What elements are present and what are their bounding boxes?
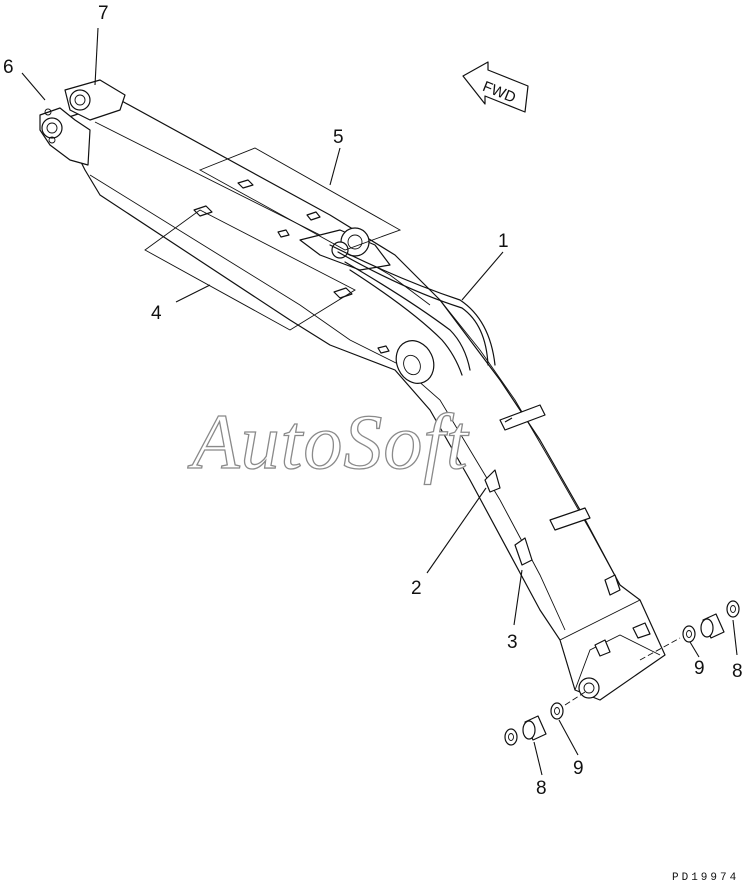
- leader-lines: [21, 27, 738, 776]
- callout-6: 6: [3, 57, 14, 78]
- callout-labels: 1 2 3 4 5 6 7 8 8 9 9: [3, 3, 743, 799]
- watermark: AutoSoft: [187, 398, 470, 485]
- callout-8-left: 8: [536, 778, 547, 799]
- callout-9-right: 9: [694, 658, 705, 679]
- callout-1: 1: [498, 231, 509, 252]
- washer-9-right: [682, 625, 696, 643]
- callout-5: 5: [333, 127, 344, 148]
- callout-3: 3: [507, 632, 518, 653]
- foot-bushing-parts: [504, 600, 740, 746]
- callout-9-left: 9: [573, 758, 584, 779]
- drawing-number: PD19974: [672, 872, 739, 884]
- ring-8-right: [726, 600, 740, 618]
- group-5-outline: [198, 147, 402, 251]
- group-4-outline: [144, 209, 356, 331]
- callout-8-right: 8: [732, 661, 743, 682]
- group-outlines: [144, 147, 402, 331]
- callout-2: 2: [411, 578, 422, 599]
- callout-7: 7: [98, 3, 109, 24]
- boom-assembly: [39, 79, 666, 701]
- ring-8-left: [504, 728, 518, 746]
- washer-9-left: [550, 702, 564, 720]
- callout-4: 4: [151, 303, 162, 324]
- fwd-arrow-icon: FWD: [462, 61, 529, 113]
